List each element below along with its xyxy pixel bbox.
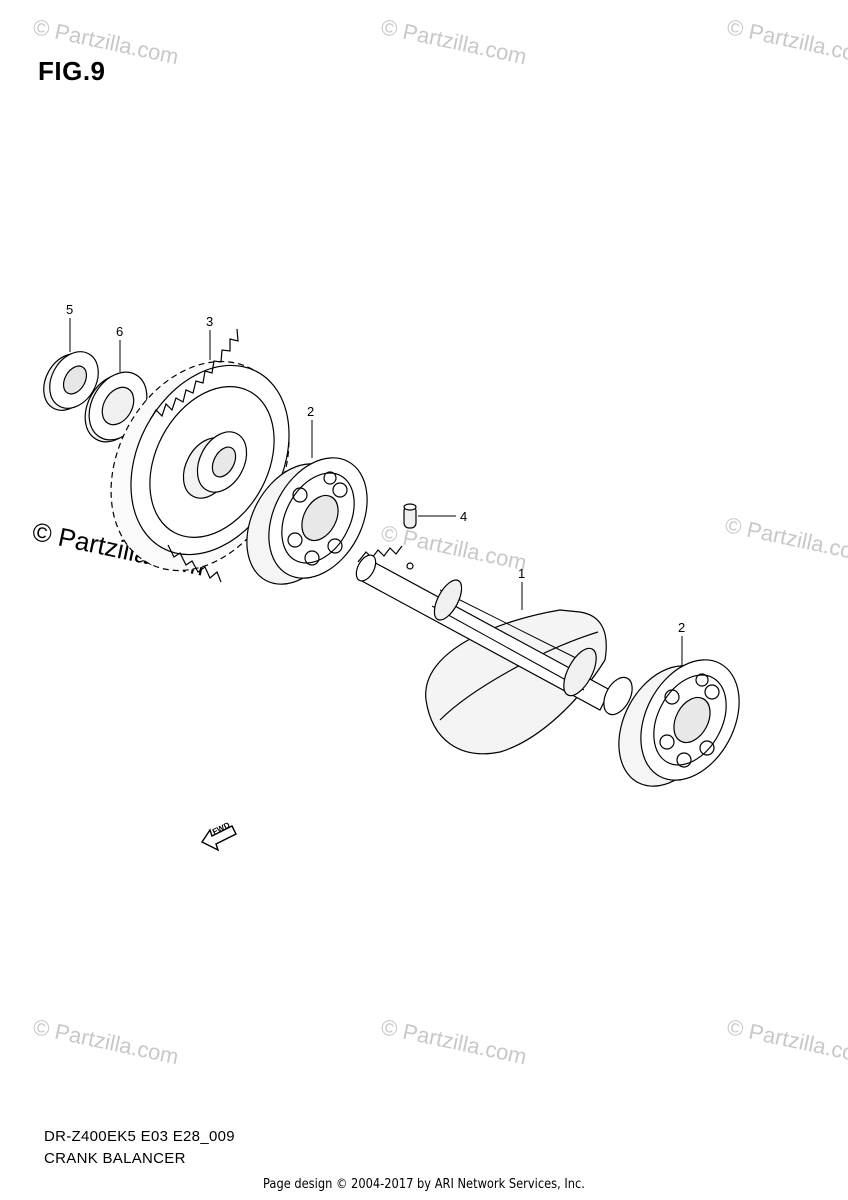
part-5-nut [43,351,99,411]
callout-6: 6 [116,324,124,339]
part-3-gear [110,328,290,583]
fwd-arrow-icon [200,825,237,852]
copyright-credit: Page design © 2004-2017 by ARI Network S… [263,1177,585,1192]
callout-4: 4 [460,509,468,524]
callout-2-left: 2 [307,404,315,419]
callout-5: 5 [66,302,74,317]
part-2-bearing-left [246,457,368,585]
model-code: DR-Z400EK5 E03 E28_009 [44,1128,235,1145]
figure-title: FIG.9 [38,56,106,86]
part-1-balancer-shaft [355,545,633,755]
callout-2-right: 2 [678,620,686,635]
section-name: CRANK BALANCER [44,1150,186,1167]
leader-lines [69,318,683,666]
part-4-pin [403,503,417,529]
callout-3: 3 [206,314,214,329]
part-2-bearing-right [618,659,740,787]
callout-1: 1 [518,566,526,581]
